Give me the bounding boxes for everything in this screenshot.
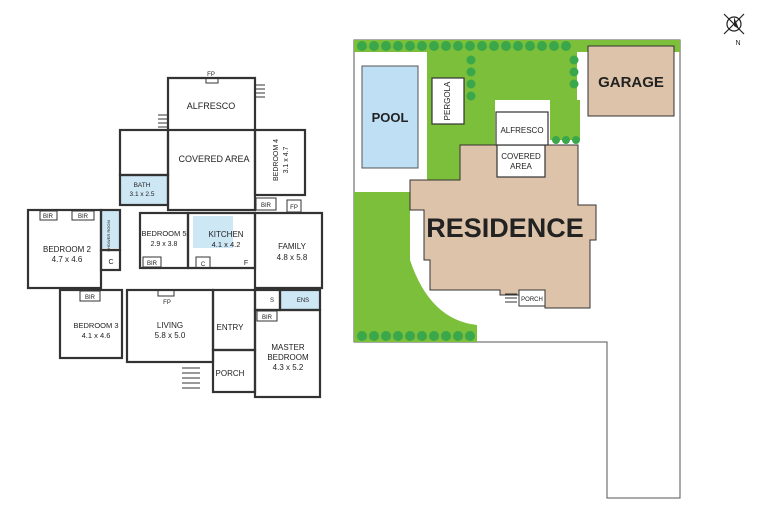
bedroom3-size: 4.1 x 4.6: [82, 331, 111, 340]
bedroom5-label: BEDROOM 5: [141, 229, 186, 238]
alfresco-fireplace: [205, 77, 219, 84]
garage: [587, 45, 675, 117]
pool-label: POOL: [372, 110, 409, 125]
bath-label: BATH: [134, 182, 151, 189]
kitchen-size: 4.1 x 4.2: [212, 240, 241, 249]
master-label: MASTER: [271, 343, 305, 352]
kitchen-cupboard-label: C: [201, 262, 206, 268]
bedroom5-bir: [142, 256, 162, 268]
porch-steps: [182, 367, 200, 389]
rear-room-walls: [118, 128, 170, 177]
residence-label: RESIDENCE: [426, 213, 584, 243]
porch-label: PORCH: [216, 369, 245, 378]
site-porch-label: PORCH: [521, 297, 543, 303]
fridge-label: F: [244, 260, 248, 267]
site-covered-label-2: AREA: [510, 162, 532, 171]
family-size: 4.8 x 5.8: [277, 253, 308, 262]
living-fp-label: FP: [163, 300, 171, 306]
site-covered-area: [496, 144, 546, 178]
alfresco-label: ALFRESCO: [187, 101, 236, 111]
family-walls: [253, 211, 324, 290]
bedroom3-bir-label: BIR: [85, 295, 96, 301]
living-size: 5.8 x 5.0: [155, 331, 186, 340]
ensuite-fill: [280, 290, 320, 310]
bedroom4-size: 3.1 x 4.7: [283, 146, 290, 173]
upper-lawn: [467, 52, 577, 100]
master-walls: [253, 308, 322, 399]
ensuite-label: ENS: [297, 298, 309, 304]
linen-cupboard: [99, 248, 122, 272]
master-wir: [253, 288, 282, 312]
bedroom4-walls: [253, 128, 307, 197]
bedroom3-label: BEDROOM 3: [73, 321, 118, 330]
pergola: [431, 77, 465, 125]
covered-area-label: COVERED AREA: [178, 154, 249, 164]
site-covered-label: COVERED: [501, 152, 541, 161]
bedroom2-bir-1: [39, 210, 58, 221]
kitchen-cupboard: [195, 256, 211, 269]
site-porch-steps: [505, 293, 517, 303]
bedroom2-bir-2: [71, 210, 95, 221]
kitchen-wet-fill: [193, 216, 233, 248]
shower-room-label: SHOWER ROOM: [106, 220, 111, 252]
hedge-side: [466, 55, 580, 144]
north-label: N: [735, 40, 740, 47]
covered-area-walls: [166, 128, 257, 212]
bedroom5-size: 2.9 x 3.8: [151, 241, 178, 248]
bath-walls: [118, 173, 170, 207]
bedroom4-bir-label: BIR: [261, 203, 272, 209]
master-bir-label: BIR: [262, 315, 273, 321]
entry-label: ENTRY: [217, 323, 245, 332]
north-arrow-icon: [723, 13, 745, 35]
bath-fill: [120, 175, 168, 205]
site-alfresco: [495, 111, 549, 146]
master-bir: [256, 310, 278, 322]
living-label: LIVING: [157, 321, 183, 330]
bedroom4-label: BEDROOM 4: [273, 139, 280, 181]
bedroom2-bir-2-label: BIR: [78, 214, 89, 220]
hedge-front: [357, 331, 475, 341]
shower-room-fill: [101, 211, 119, 248]
master-size: 4.3 x 5.2: [273, 363, 304, 372]
left-lawn: [354, 192, 410, 342]
bedroom3-walls: [58, 288, 124, 360]
alfresco-fp-label: FP: [207, 72, 215, 78]
kitchen-label: KITCHEN: [208, 230, 243, 239]
site-porch: [518, 289, 546, 307]
bedroom4-bir: [255, 197, 277, 211]
living-fireplace: [157, 289, 175, 297]
garage-side-lawn: [550, 100, 580, 140]
bedroom5-bir-label: BIR: [147, 261, 158, 267]
family-label: FAMILY: [278, 242, 307, 251]
site-alfresco-label: ALFRESCO: [500, 126, 543, 135]
pool: [361, 65, 419, 169]
master-label-2: BEDROOM: [267, 353, 309, 362]
residence: [409, 144, 597, 309]
linen-cupboard-label: C: [108, 259, 113, 266]
floor-plan: FP ALFRESCO COVERED AREA BEDROOM 4 3.1 x…: [26, 72, 324, 399]
bedroom2-bir-1-label: BIR: [43, 214, 54, 220]
alfresco-steps-right: [255, 84, 265, 98]
alfresco-steps-left: [158, 114, 168, 128]
site-plan: POOL PERGOLA GARAGE RESIDENCE COVERED AR…: [353, 13, 745, 499]
bedroom2-label: BEDROOM 2: [43, 245, 92, 254]
mid-lawn: [467, 100, 495, 145]
bedroom2-size: 4.7 x 4.6: [52, 255, 83, 264]
front-lawn: [410, 260, 477, 342]
pergola-label: PERGOLA: [443, 81, 452, 120]
family-fp-label: FP: [290, 205, 298, 211]
bath-size: 3.1 x 2.5: [130, 191, 155, 198]
hedge-top: [357, 41, 571, 51]
entry-walls: [211, 288, 257, 352]
bedroom3-bir: [79, 290, 101, 302]
garage-label: GARAGE: [598, 74, 664, 91]
master-s-label: S: [270, 298, 274, 304]
